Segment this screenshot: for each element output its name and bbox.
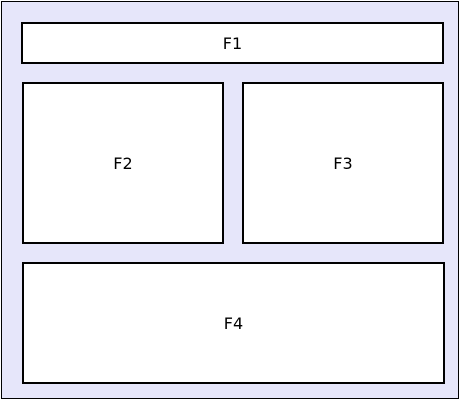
frame-f2-label: F2	[113, 153, 133, 173]
frame-f4: F4	[22, 262, 445, 384]
frame-f2: F2	[22, 82, 224, 244]
frame-f1-label: F1	[222, 33, 243, 53]
frame-f3-label: F3	[333, 153, 353, 173]
frame-f1: F1	[21, 22, 444, 64]
frame-f3: F3	[242, 82, 444, 244]
frame-f4-label: F4	[223, 313, 244, 333]
